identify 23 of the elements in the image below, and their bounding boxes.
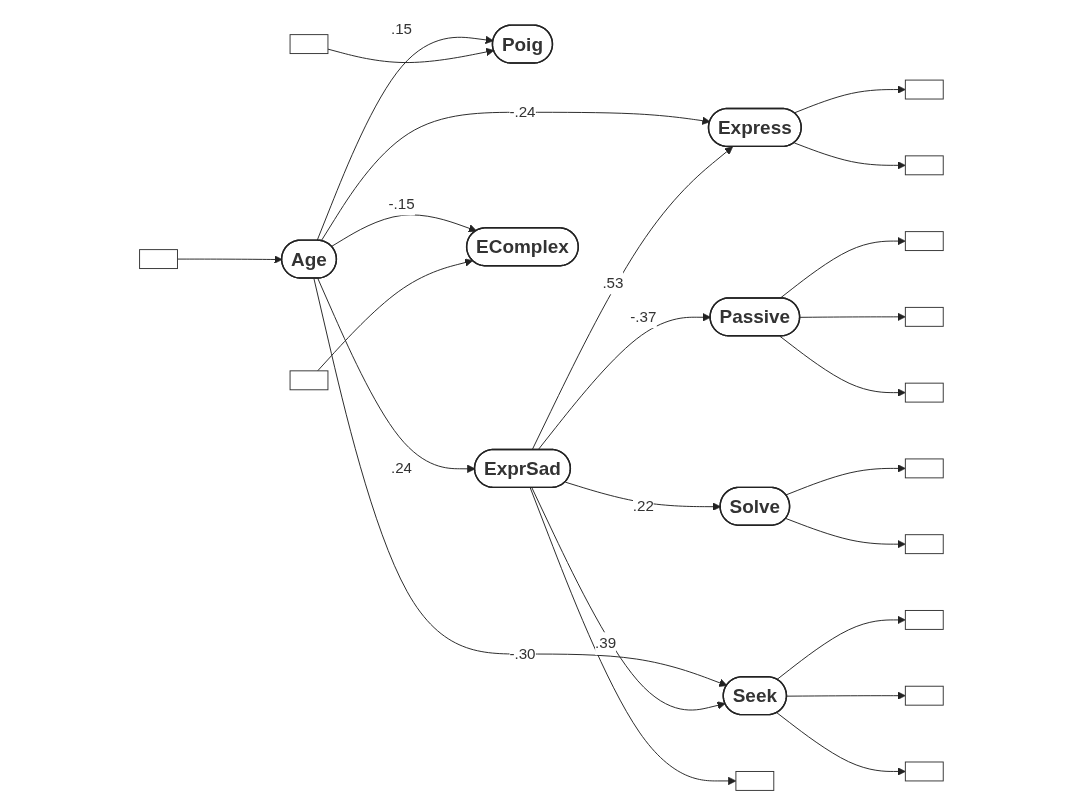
edge-label: .22 <box>632 497 654 514</box>
node-box <box>139 249 179 270</box>
node-box <box>289 370 329 391</box>
edge-label: -.30 <box>509 645 536 662</box>
node-box <box>904 79 944 100</box>
node-box <box>904 382 944 403</box>
node-box <box>735 771 775 791</box>
edge-label: .24 <box>391 459 413 476</box>
edge-label: .15 <box>391 20 413 37</box>
node-box <box>904 534 944 555</box>
edge-label: -.15 <box>388 195 415 212</box>
node-box <box>904 155 944 176</box>
edge-label: .53 <box>602 274 624 291</box>
node-box <box>289 34 329 55</box>
node-box <box>904 458 944 479</box>
edge-label: -.37 <box>630 308 657 325</box>
node-box <box>904 761 944 782</box>
node-box <box>904 685 944 706</box>
edge-label: .39 <box>595 635 617 652</box>
node-box <box>904 231 944 252</box>
node-box <box>904 306 944 327</box>
node-box <box>904 610 944 630</box>
edge-label: -.24 <box>509 103 536 120</box>
